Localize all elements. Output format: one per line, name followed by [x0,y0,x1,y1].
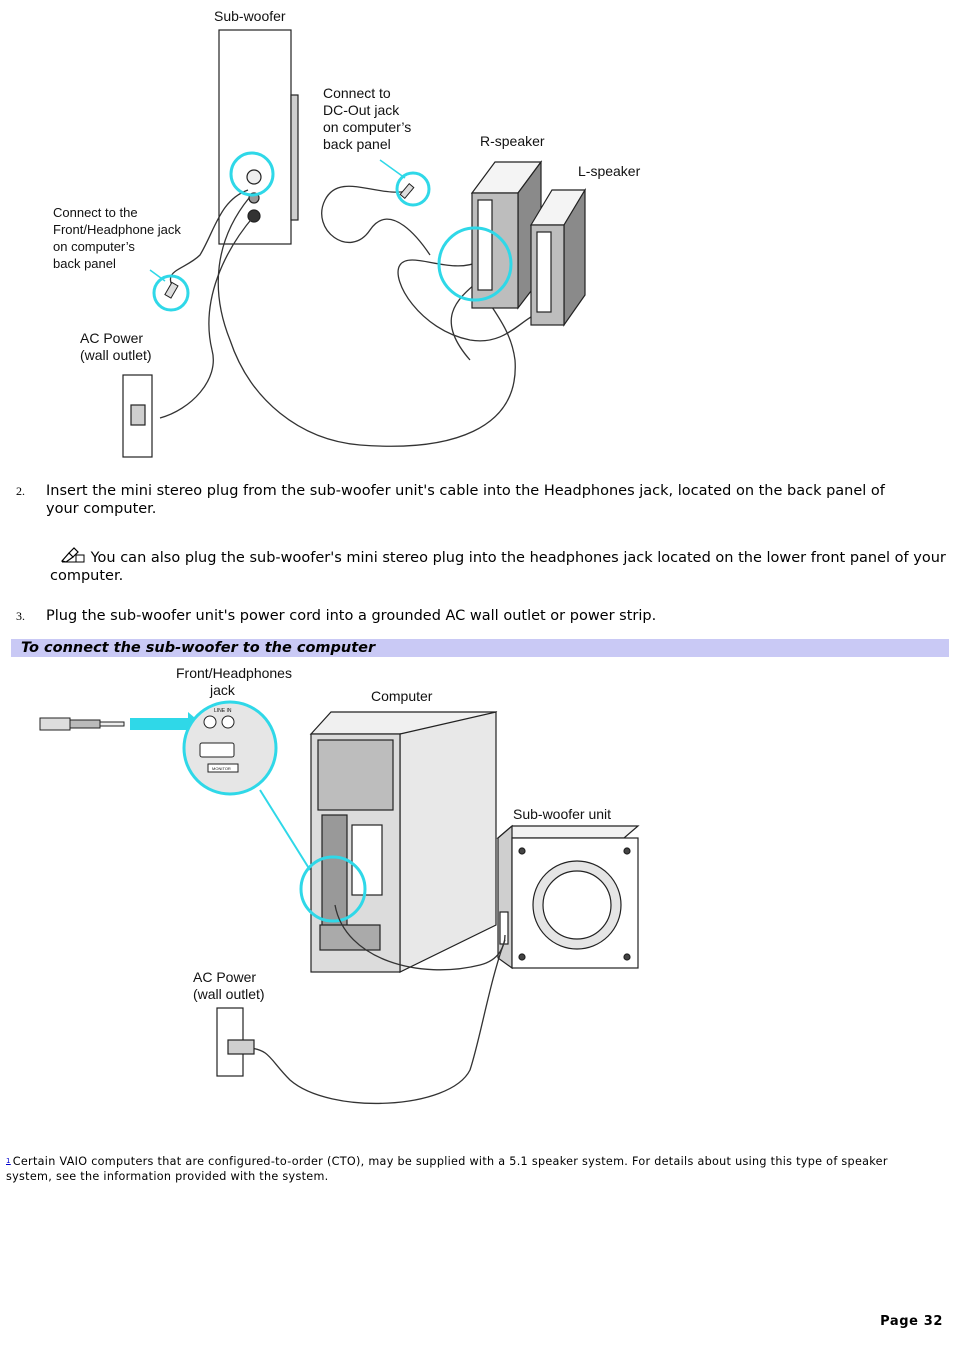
label-line-in: LINE IN [214,708,232,714]
footnote-text: Certain VAIO computers that are configur… [6,1155,888,1183]
insert-arrow [130,712,202,736]
subwoofer-illustration [218,29,299,245]
subwoofer-unit-illustration [496,824,640,970]
note-pencil-icon [60,547,85,563]
step-text: Insert the mini stereo plug from the sub… [46,483,885,517]
step-number: 2. [16,484,25,498]
label-dcout-4: back panel [323,136,391,152]
r-speaker-illustration [470,160,543,310]
label-front-1: Connect to the [53,205,138,220]
footnote-marker-link[interactable]: 1 [6,1157,11,1165]
label-front-headphones-2: jack [209,682,236,698]
jack-zoom-view: LINE IN MONITOR [182,700,278,796]
label-front-4: back panel [53,256,116,271]
l-speaker-illustration [529,187,587,327]
label-computer: Computer [371,688,433,704]
page-number: Page 32 [880,1314,943,1329]
label-ac-2: (wall outlet) [80,347,152,363]
note-text: You can also plug the sub-woofer's mini … [50,550,946,584]
label-subwoofer-unit: Sub-woofer unit [513,806,611,822]
label-ac2-1: AC Power [193,969,256,985]
step-number: 3. [16,609,25,623]
subwoofer-computer-diagram: LINE IN MONITOR Front/Headphones jack [39,665,640,1105]
step-text: Plug the sub-woofer unit's power cord in… [46,608,657,624]
label-monitor: MONITOR [212,766,231,771]
label-front-3: on computer’s [53,239,135,254]
computer-tower-illustration [309,711,498,973]
section-heading-bar: To connect the sub-woofer to the compute… [11,639,949,657]
mini-stereo-plug [39,717,125,731]
label-front-2: Front/Headphone jack [53,222,181,237]
label-dcout-3: on computer’s [323,119,411,135]
wall-outlet-1 [122,374,153,458]
speaker-connection-diagram: Sub-woofer Connect to DC-Out jack on com… [53,8,641,458]
wall-outlet-2 [216,1007,255,1077]
label-rspeaker: R-speaker [480,133,545,149]
note-block: You can also plug the sub-woofer's mini … [50,547,950,585]
label-ac-1: AC Power [80,330,143,346]
section-heading: To connect the sub-woofer to the compute… [21,640,376,656]
label-ac2-2: (wall outlet) [193,986,265,1002]
label-front-headphones-1: Front/Headphones [176,665,292,681]
label-lspeaker: L-speaker [578,163,641,179]
label-dcout-2: DC-Out jack [323,102,400,118]
label-dcout-1: Connect to [323,85,391,101]
label-subwoofer: Sub-woofer [214,8,286,24]
